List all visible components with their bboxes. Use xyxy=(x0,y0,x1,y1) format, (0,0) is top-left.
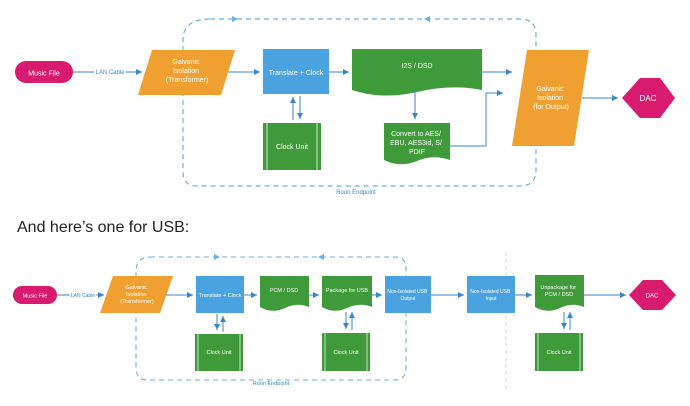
usb-pcm-dsd-label: PCM / DSD xyxy=(270,288,298,294)
galvanic-isolation-in-node xyxy=(138,50,235,95)
roon-endpoint-label: Roon Endpoint xyxy=(336,190,376,196)
usb-unpackage-node xyxy=(535,275,584,311)
roon-endpoint-boundary xyxy=(182,18,537,187)
usb-clock-unit-1-label: Clock Unit xyxy=(206,350,232,356)
usb-clock-unit-1-node xyxy=(195,334,243,371)
usb-non-isolated-input-label: Non-Isolated USB Input xyxy=(470,289,511,302)
usb-non-isolated-output-node xyxy=(385,276,431,313)
usb-dac-node xyxy=(629,280,676,310)
usb-section-heading: And here’s one for USB: xyxy=(17,219,190,236)
translate-clock-label: Translate + Clock xyxy=(269,70,324,77)
translate-clock-node xyxy=(263,49,329,94)
roon-endpoint-boundary-usb xyxy=(135,256,407,381)
diagram-1: Music File LAN Cable Galvanic Isolation … xyxy=(15,16,675,196)
usb-music-file-node xyxy=(13,286,57,304)
i2s-dsd-node xyxy=(352,49,482,96)
i2s-dsd-label: I2S / DSD xyxy=(401,63,432,70)
usb-clock-unit-3-label: Clock Unit xyxy=(546,350,572,356)
convert-aes-label: Convert to AES/ EBU, AES3id, S/ PDIF xyxy=(390,131,444,156)
lan-cable-label: LAN Cable xyxy=(95,70,125,76)
usb-galvanic-isolation-in-node xyxy=(100,276,173,313)
usb-clock-unit-2-node xyxy=(322,333,370,371)
usb-unpackage-label: Unpackage for PCM / DSD xyxy=(540,285,577,298)
usb-pcm-dsd-node xyxy=(260,276,309,311)
usb-roon-endpoint-label: Roon Endpoint xyxy=(253,381,290,387)
diagram-2: Music File LAN Cable Galvanic Isolation … xyxy=(13,252,676,392)
usb-non-isolated-output-label: Non-Isolated USB Output xyxy=(387,289,428,302)
clock-unit-label: Clock Unit xyxy=(276,144,308,151)
usb-package-node xyxy=(322,276,372,311)
dac-label: DAC xyxy=(640,94,657,103)
convert-aes-node xyxy=(384,123,450,165)
usb-package-label: Package for USB xyxy=(326,288,369,294)
galvanic-isolation-out-node xyxy=(512,50,589,146)
usb-non-isolated-input-node xyxy=(467,276,515,313)
usb-translate-clock-label: Translate + Clock xyxy=(199,293,242,299)
arrow-convert-to-galvanic-out xyxy=(450,90,503,147)
usb-clock-unit-3-node xyxy=(535,333,583,371)
usb-dac-label: DAC xyxy=(646,294,659,300)
usb-galvanic-isolation-in-label: Galvanic Isolation (Transformer) xyxy=(120,285,154,305)
usb-translate-clock-node xyxy=(196,276,244,313)
galvanic-isolation-in-label: Galvanic Isolation (Transformer) xyxy=(166,59,209,84)
usb-lan-cable-label: LAN Cable xyxy=(71,293,95,299)
usb-clock-unit-2-label: Clock Unit xyxy=(333,350,359,356)
clock-unit-node xyxy=(263,123,321,170)
usb-music-file-label: Music File xyxy=(23,294,48,300)
dac-node xyxy=(622,78,675,118)
music-file-label: Music File xyxy=(28,71,60,78)
music-file-node xyxy=(15,61,73,83)
galvanic-isolation-out-label: Galvanic Isolation (for Output) xyxy=(533,86,569,111)
